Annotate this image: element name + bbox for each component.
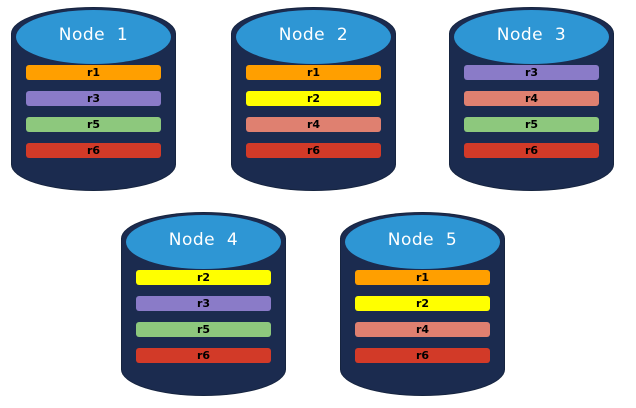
replica-label: r2 (306, 92, 321, 105)
node-label: Node 4 (168, 230, 239, 250)
node-label: Node 3 (496, 25, 567, 45)
replica-bar[interactable]: r6 (354, 348, 491, 363)
replica-bar[interactable]: r4 (245, 117, 382, 132)
replica-label: r4 (524, 92, 539, 105)
replica-bar[interactable]: r1 (245, 65, 382, 80)
replica-bar[interactable]: r3 (25, 91, 162, 106)
replica-label: r1 (415, 271, 430, 284)
replica-label: r6 (86, 144, 101, 157)
replica-label: r6 (415, 349, 430, 362)
node-label: Node 2 (278, 25, 349, 45)
replica-bar[interactable]: r1 (354, 270, 491, 285)
replica-bar-list: r1 r2 r4 r6 (232, 65, 395, 158)
replica-label: r6 (524, 144, 539, 157)
replica-bar[interactable]: r3 (463, 65, 600, 80)
replica-label: r3 (196, 297, 211, 310)
replica-label: r1 (306, 66, 321, 79)
cylinder-top-ellipse (345, 215, 500, 269)
cylinder-top-ellipse (126, 215, 281, 269)
node-cylinder-2[interactable]: Node 2 r1 r2 r4 r6 (232, 8, 395, 190)
replica-label: r5 (524, 118, 539, 131)
replica-bar[interactable]: r5 (25, 117, 162, 132)
replica-bar[interactable]: r6 (135, 348, 272, 363)
replica-bar[interactable]: r4 (354, 322, 491, 337)
replica-bar[interactable]: r2 (245, 91, 382, 106)
replica-bar[interactable]: r5 (135, 322, 272, 337)
replica-bar[interactable]: r2 (354, 296, 491, 311)
cylinder-top-ellipse (454, 10, 609, 64)
node-cylinder-5[interactable]: Node 5 r1 r2 r4 r6 (341, 213, 504, 395)
replica-label: r4 (415, 323, 430, 336)
replica-bar-list: r1 r2 r4 r6 (341, 270, 504, 363)
replica-bar[interactable]: r5 (463, 117, 600, 132)
replica-label: r3 (524, 66, 539, 79)
replica-bar-list: r1 r3 r5 r6 (12, 65, 175, 158)
replica-bar[interactable]: r4 (463, 91, 600, 106)
node-cylinder-4[interactable]: Node 4 r2 r3 r5 r6 (122, 213, 285, 395)
node-label: Node 5 (387, 230, 458, 250)
replica-bar[interactable]: r6 (25, 143, 162, 158)
replica-label: r4 (306, 118, 321, 131)
replica-label: r6 (196, 349, 211, 362)
replica-label: r2 (196, 271, 211, 284)
replica-label: r5 (196, 323, 211, 336)
replica-label: r1 (86, 66, 101, 79)
node-cylinder-1[interactable]: Node 1 r1 r3 r5 r6 (12, 8, 175, 190)
cylinder-top-ellipse (16, 10, 171, 64)
replica-bar[interactable]: r6 (245, 143, 382, 158)
replica-bar[interactable]: r2 (135, 270, 272, 285)
replica-label: r2 (415, 297, 430, 310)
cylinder-top-ellipse (236, 10, 391, 64)
replica-bar-list: r3 r4 r5 r6 (450, 65, 613, 158)
replica-label: r6 (306, 144, 321, 157)
replica-bar[interactable]: r6 (463, 143, 600, 158)
replica-label: r3 (86, 92, 101, 105)
replica-bar[interactable]: r3 (135, 296, 272, 311)
replica-bar-list: r2 r3 r5 r6 (122, 270, 285, 363)
node-label: Node 1 (58, 25, 129, 45)
replica-bar[interactable]: r1 (25, 65, 162, 80)
node-cylinder-3[interactable]: Node 3 r3 r4 r5 r6 (450, 8, 613, 190)
replica-label: r5 (86, 118, 101, 131)
